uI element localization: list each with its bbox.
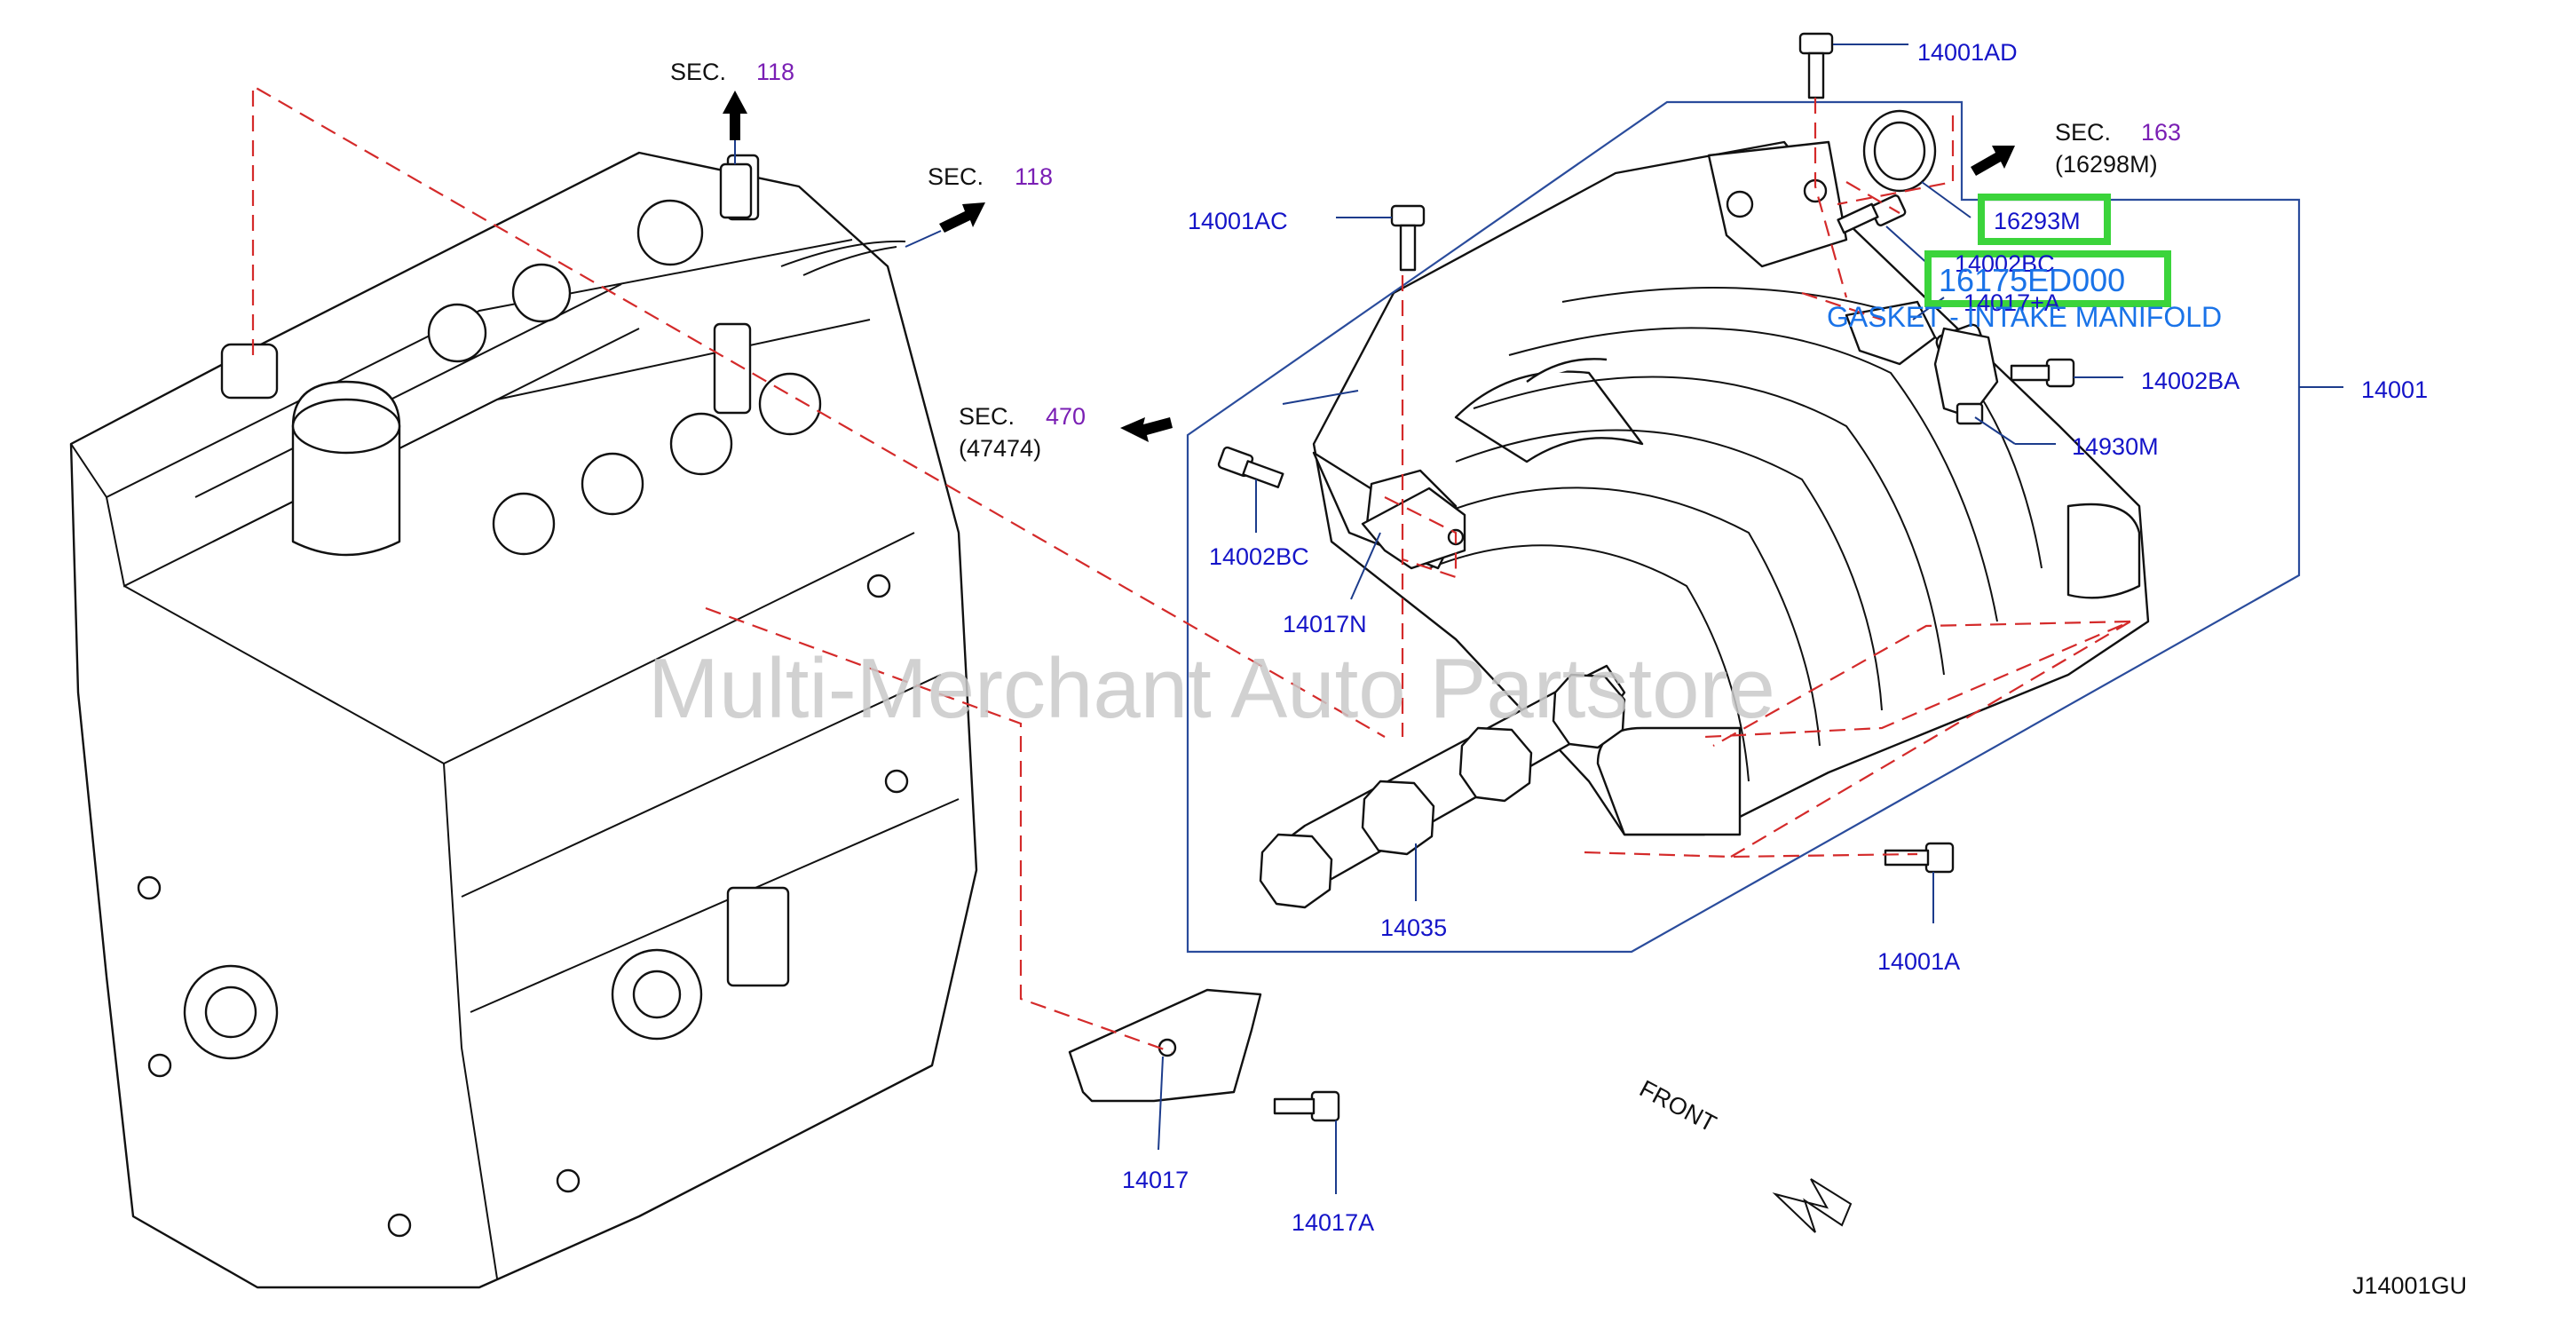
section-label-1-word: SEC.	[670, 59, 726, 85]
bolt-14001AD	[1798, 32, 1834, 99]
gasket-14035-illustration	[1259, 664, 1626, 909]
part-label-14035[interactable]: 14035	[1380, 914, 1447, 941]
reference-lines	[251, 84, 2131, 1054]
front-arrow-icon	[1772, 1178, 1853, 1233]
bracket-14017	[1068, 988, 1262, 1103]
bolt-14002BC-top	[1837, 194, 1907, 234]
part-label-14001A[interactable]: 14001A	[1877, 948, 1960, 975]
highlight-box-16175ED000	[1924, 250, 2171, 307]
section-label-1-number[interactable]: 118	[756, 59, 794, 85]
part-label-14017pA[interactable]: 14017+A	[1964, 289, 2060, 316]
part-number-16175ED000[interactable]: 16175ED000	[1939, 262, 2125, 298]
bolt-14017A	[1273, 1090, 1340, 1122]
gasket-ring-16293M	[1862, 109, 1937, 193]
part-label-14001[interactable]: 14001	[2361, 376, 2428, 403]
part-label-14002BC-top[interactable]: 14002BC	[1955, 250, 2055, 277]
watermark: Multi-Merchant Auto Partstore	[648, 641, 1775, 736]
section-label-4-number[interactable]: 470	[1046, 403, 1086, 430]
section-label-4-sub: (47474)	[959, 435, 1041, 462]
part-label-16293M[interactable]: 16293M	[1994, 208, 2081, 234]
bolt-14002BA	[2010, 358, 2075, 388]
part-description-gasket-intake-manifold: GASKET - INTAKE MANIFOLD	[1827, 301, 2222, 333]
section-arrows	[723, 91, 2015, 442]
front-direction-label: FRONT	[1635, 1075, 1720, 1137]
part-label-14017N[interactable]: 14017N	[1283, 611, 1367, 637]
section-label-2-number[interactable]: 118	[1015, 163, 1053, 190]
section-label-3-sub: (16298M)	[2055, 151, 2158, 178]
section-label-2-word: SEC.	[928, 163, 984, 190]
section-label-3-word: SEC.	[2055, 119, 2111, 146]
part-label-14001AC[interactable]: 14001AC	[1188, 208, 1288, 234]
section-label-3-number[interactable]: 163	[2141, 119, 2181, 146]
manifold-assembly-frame	[1186, 100, 2301, 954]
bolt-14002BC-left	[1217, 446, 1284, 488]
bracket-14017pA	[1845, 300, 1937, 366]
section-label-4-word: SEC.	[959, 403, 1015, 430]
part-label-14017[interactable]: 14017	[1122, 1167, 1189, 1193]
part-label-14002BA[interactable]: 14002BA	[2141, 368, 2240, 394]
highlight-box-16293M	[1978, 194, 2111, 245]
engine-block-illustration	[69, 151, 978, 1289]
intake-manifold-illustration	[1312, 140, 2150, 836]
part-label-14002BC[interactable]: 14002BC	[1209, 543, 1309, 570]
bolt-14001AC	[1390, 204, 1426, 272]
part-label-14017A[interactable]: 14017A	[1292, 1209, 1374, 1236]
diagram-code: J14001GU	[2352, 1272, 2467, 1299]
bracket-14017N	[1361, 487, 1466, 570]
part-label-14930M[interactable]: 14930M	[2072, 433, 2159, 460]
bolt-14001A	[1884, 842, 1955, 874]
part-label-14001AD[interactable]: 14001AD	[1917, 39, 2018, 66]
